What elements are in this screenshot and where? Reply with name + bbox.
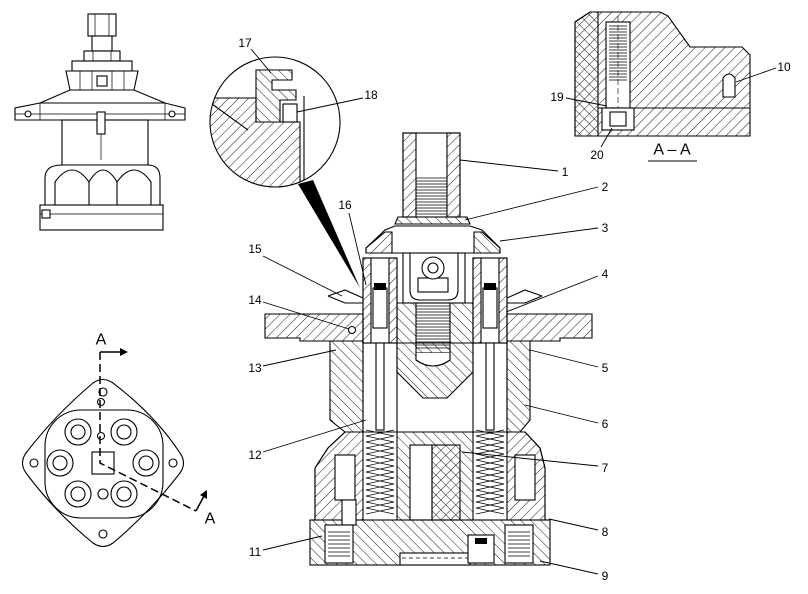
leader-line-18	[296, 97, 364, 113]
leader-line-20	[600, 127, 613, 148]
leader-lines	[250, 48, 777, 575]
section-view-title: A – A	[653, 142, 691, 159]
callout-20: 20	[590, 148, 604, 162]
leader-line-13	[262, 349, 337, 367]
leader-line-16	[348, 212, 367, 286]
callout-4: 4	[602, 267, 609, 281]
external-view	[14, 13, 186, 231]
leader-line-4	[505, 275, 599, 313]
callout-10: 10	[777, 60, 791, 74]
plan-view: A A	[21, 332, 216, 548]
leader-line-19	[565, 97, 608, 107]
leader-line-17	[250, 48, 272, 74]
callout-13: 13	[248, 361, 262, 375]
leader-line-6	[524, 404, 599, 424]
callout-12: 12	[248, 448, 262, 462]
callout-17: 17	[238, 36, 252, 50]
callout-1: 1	[562, 165, 569, 179]
leader-line-12	[262, 419, 367, 453]
section-mark-bottom: A	[205, 511, 216, 528]
callout-2: 2	[602, 180, 609, 194]
leader-line-15	[262, 255, 343, 297]
leader-line-9	[539, 560, 599, 575]
callout-19: 19	[550, 90, 564, 104]
leader-line-5	[529, 349, 599, 368]
section-arrow-bottom	[195, 495, 205, 512]
callout-18: 18	[364, 88, 378, 102]
callout-7: 7	[602, 461, 609, 475]
section-mark-top: A	[96, 332, 107, 349]
callout-14: 14	[248, 293, 262, 307]
section-cut-line	[99, 352, 197, 512]
callout-16: 16	[338, 198, 352, 212]
section-a-a-view: A – A	[574, 11, 751, 162]
callout-11: 11	[249, 545, 262, 559]
callout-15: 15	[248, 242, 262, 256]
leader-line-14	[262, 301, 350, 330]
main-section-view	[264, 132, 593, 566]
leader-line-10	[735, 67, 777, 83]
pin-10	[722, 73, 736, 98]
port-circles	[46, 418, 160, 508]
leader-line-7	[461, 451, 599, 467]
leader-line-3	[499, 227, 599, 242]
leader-line-8	[548, 518, 599, 531]
callout-9: 9	[602, 569, 609, 583]
leader-line-11	[262, 535, 323, 551]
callout-8: 8	[602, 525, 609, 539]
callouts: 1 2 3 4 5 6 7 8 9 10 11 12 13 14 15 16 1…	[238, 36, 791, 583]
detail-leader-wedge	[298, 180, 360, 288]
callout-5: 5	[602, 361, 609, 375]
leader-line-1	[459, 159, 559, 172]
detail-circle	[209, 56, 360, 288]
callout-3: 3	[602, 221, 609, 235]
callout-6: 6	[602, 417, 609, 431]
leader-line-2	[464, 186, 599, 221]
